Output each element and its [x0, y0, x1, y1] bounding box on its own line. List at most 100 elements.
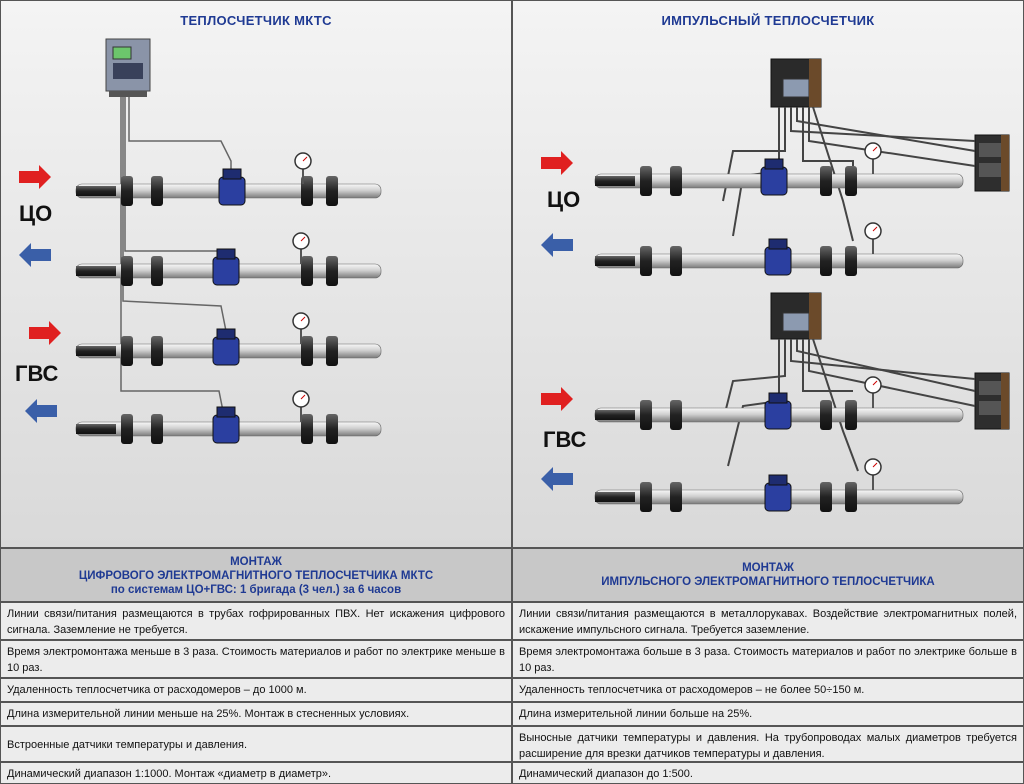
left-arrows — [19, 165, 61, 423]
table-cell-left: Линии связи/питания размещаются в трубах… — [0, 602, 512, 640]
pressure-gauge-icon — [864, 222, 882, 254]
flange-icon — [301, 414, 313, 444]
table-cell-right: Время электромонтажа больше в 3 раза. Ст… — [512, 640, 1024, 678]
flowmeter-icon — [218, 168, 246, 206]
pipeline-gvs-return — [594, 458, 964, 512]
left-header-line2: ЦИФРОВОГО ЭЛЕКТРОМАГНИТНОГО ТЕПЛОСЧЕТЧИК… — [78, 570, 434, 582]
flange-icon — [151, 336, 163, 366]
right-header-line1: МОНТАЖ — [742, 562, 794, 574]
flange-icon — [640, 482, 652, 512]
flange-icon — [640, 166, 652, 196]
table-cell-right: Динамический диапазон до 1:500. — [512, 762, 1024, 784]
label-co: ЦО — [19, 201, 53, 226]
flange-icon — [820, 166, 832, 196]
pressure-gauge-icon — [864, 458, 882, 490]
right-arrows — [541, 151, 573, 491]
mkts-piping-diagram — [19, 38, 382, 444]
pressure-gauge-icon — [292, 312, 310, 344]
return-arrow-icon — [25, 399, 57, 423]
flowmeter-icon — [764, 474, 792, 512]
pipeline-co-return — [594, 222, 964, 276]
flange-icon — [301, 256, 313, 286]
flange-icon — [151, 256, 163, 286]
left-panel-title: ТЕПЛОСЧЕТЧИК МКТС — [180, 13, 332, 28]
table-cell-right: Линии связи/питания размещаются в металл… — [512, 602, 1024, 640]
flange-icon — [326, 256, 338, 286]
table-cell-left: Время электромонтажа меньше в 3 раза. Ст… — [0, 640, 512, 678]
comparison-table: МОНТАЖ ЦИФРОВОГО ЭЛЕКТРОМАГНИТНОГО ТЕПЛО… — [0, 548, 1024, 784]
left-header-line1: МОНТАЖ — [230, 556, 282, 568]
metal-hose-wires — [722, 106, 976, 472]
right-table-header: МОНТАЖ ИМПУЛЬСНОГО ЭЛЕКТРОМАГНИТНОГО ТЕП… — [512, 548, 1024, 602]
flowmeter-icon — [212, 248, 240, 286]
left-header-line3: по системам ЦО+ГВС: 1 бригада (3 чел.) з… — [110, 584, 402, 596]
flowmeter-icon — [764, 238, 792, 276]
flange-icon — [820, 482, 832, 512]
flange-icon — [151, 176, 163, 206]
left-table-header: МОНТАЖ ЦИФРОВОГО ЭЛЕКТРОМАГНИТНОГО ТЕПЛО… — [0, 548, 512, 602]
flange-icon — [845, 246, 857, 276]
pressure-gauge-icon — [292, 390, 310, 422]
left-panel: ТЕПЛОСЧЕТЧИК МКТС — [0, 0, 512, 548]
table-cell-right: Удаленность теплосчетчика от расходомеро… — [512, 678, 1024, 702]
pressure-gauge-icon — [864, 142, 882, 174]
table-cell-left: Встроенные датчики температуры и давлени… — [0, 726, 512, 762]
flange-icon — [845, 166, 857, 196]
table-cell-right: Длина измерительной линии больше на 25%. — [512, 702, 1024, 726]
pipeline-gvs-supply — [594, 376, 964, 430]
table-cell-left: Динамический диапазон 1:1000. Монтаж «ди… — [0, 762, 512, 784]
pulse-piping-diagram — [541, 58, 1010, 512]
table-cell-right: Выносные датчики температуры и давления.… — [512, 726, 1024, 762]
flange-icon — [670, 246, 682, 276]
supply-arrow-icon — [29, 321, 61, 345]
flange-icon — [845, 482, 857, 512]
right-panel-title: ИМПУЛЬСНЫЙ ТЕПЛОСЧЕТЧИК — [661, 13, 875, 28]
return-arrow-icon — [541, 467, 573, 491]
flange-icon — [845, 400, 857, 430]
label-gvs: ГВС — [15, 361, 59, 386]
flowmeter-icon — [212, 328, 240, 366]
flange-icon — [670, 166, 682, 196]
label-co: ЦО — [547, 187, 581, 212]
return-arrow-icon — [19, 243, 51, 267]
pulse-cabinet-bottom-icon — [770, 292, 822, 340]
mkts-controller-icon — [105, 38, 151, 97]
table-cell-left: Удаленность теплосчетчика от расходомеро… — [0, 678, 512, 702]
right-header-line2: ИМПУЛЬСНОГО ЭЛЕКТРОМАГНИТНОГО ТЕПЛОСЧЕТЧ… — [601, 576, 935, 588]
supply-arrow-icon — [19, 165, 51, 189]
pressure-gauge-icon — [294, 152, 312, 184]
supply-arrow-icon — [541, 387, 573, 411]
flange-icon — [121, 414, 133, 444]
flange-icon — [326, 336, 338, 366]
pipeline-co-supply — [75, 152, 382, 206]
label-gvs: ГВС — [543, 427, 587, 452]
pipeline-co-supply — [594, 142, 964, 196]
table-cell-left: Длина измерительной линии меньше на 25%.… — [0, 702, 512, 726]
flange-icon — [121, 176, 133, 206]
pipeline-gvs-return — [75, 390, 382, 444]
junction-box-top-icon — [974, 134, 1010, 192]
flowmeter-icon — [764, 392, 792, 430]
flowmeter-icon — [760, 158, 788, 196]
pulse-cabinet-top-icon — [770, 58, 822, 108]
pipeline-gvs-supply — [75, 312, 382, 366]
supply-arrow-icon — [541, 151, 573, 175]
flange-icon — [820, 246, 832, 276]
flange-icon — [301, 336, 313, 366]
junction-box-bottom-icon — [974, 372, 1010, 430]
flange-icon — [640, 400, 652, 430]
right-panel: ИМПУЛЬСНЫЙ ТЕПЛОСЧЕТЧИК — [512, 0, 1024, 548]
flange-icon — [670, 482, 682, 512]
pipeline-co-return — [75, 232, 382, 286]
flange-icon — [640, 246, 652, 276]
flange-icon — [326, 176, 338, 206]
flange-icon — [151, 414, 163, 444]
flange-icon — [670, 400, 682, 430]
return-arrow-icon — [541, 233, 573, 257]
flange-icon — [121, 336, 133, 366]
pressure-gauge-icon — [292, 232, 310, 264]
pressure-gauge-icon — [864, 376, 882, 408]
flange-icon — [820, 400, 832, 430]
flowmeter-icon — [212, 406, 240, 444]
flange-icon — [326, 414, 338, 444]
